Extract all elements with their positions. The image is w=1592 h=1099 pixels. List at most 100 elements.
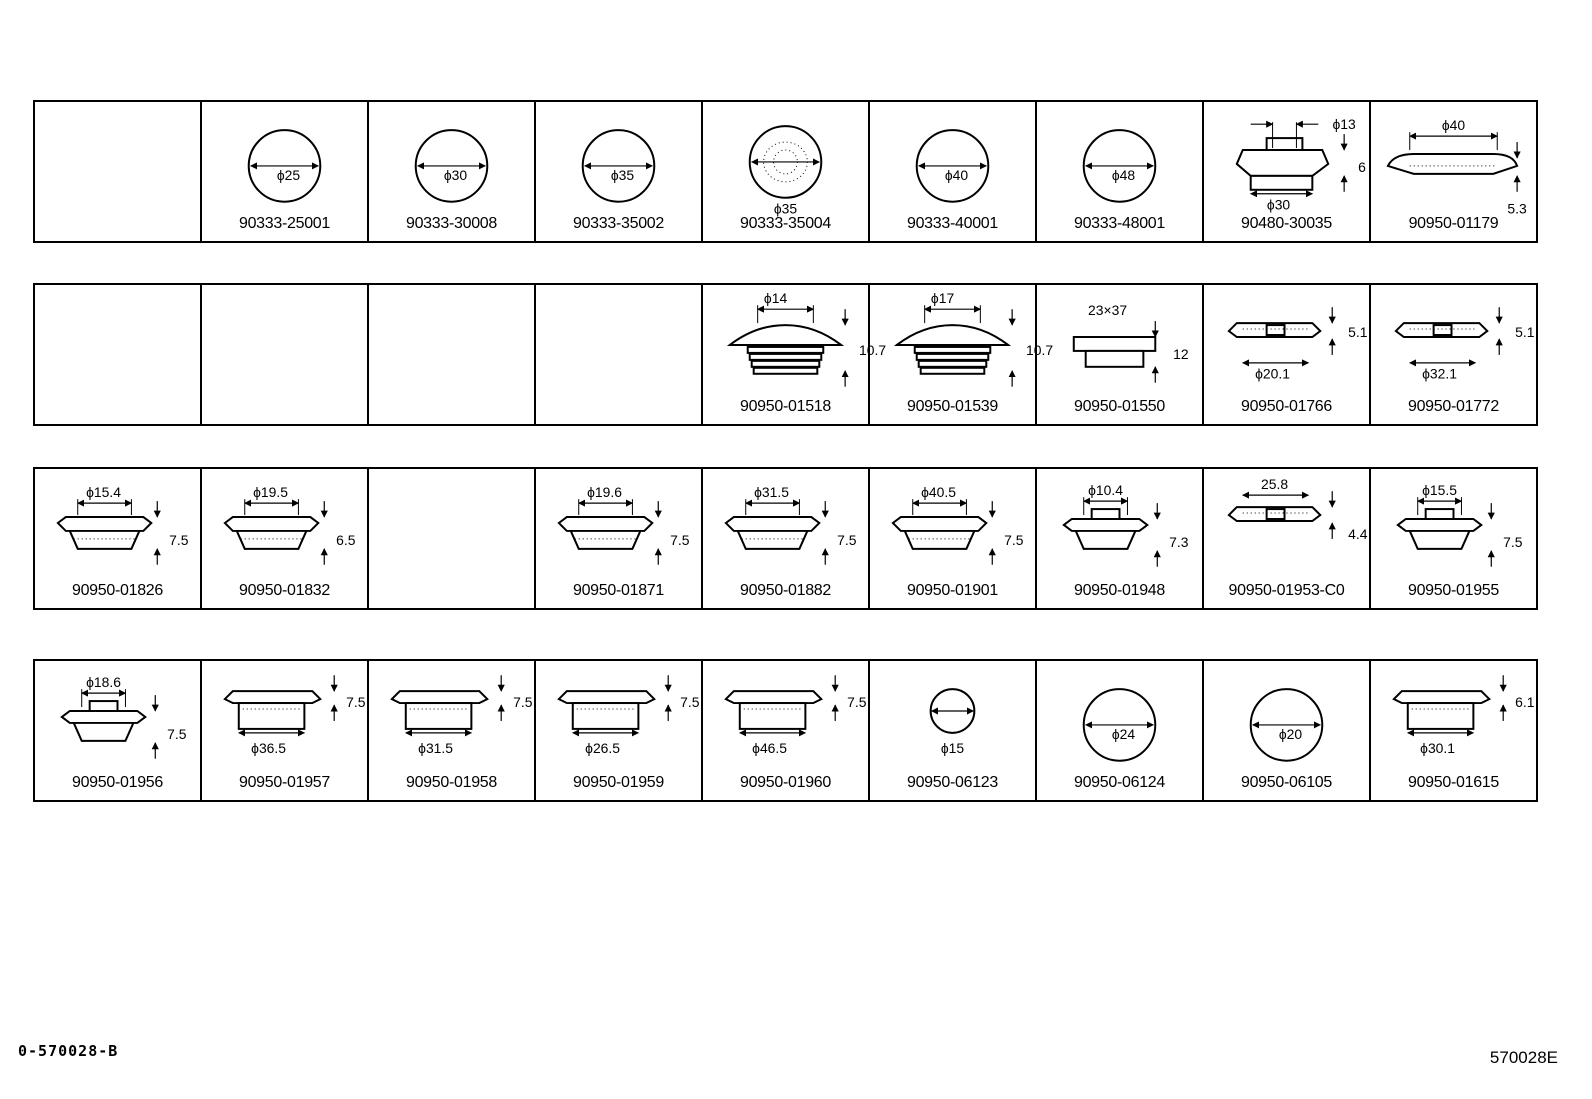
part-drawing: ϕ31.5 7.5 (724, 484, 857, 565)
dimension-label: 7.5 (167, 726, 187, 742)
part-number: 90950-01772 (1407, 398, 1499, 415)
dimension-label: ϕ24 (1112, 726, 1136, 742)
part-number: 90950-01766 (1240, 398, 1332, 415)
empty-cell (536, 285, 703, 424)
dimension-label: ϕ19.6 (587, 484, 622, 500)
part-number: 90950-01948 (1073, 582, 1165, 599)
dimension-label: 6.1 (1515, 694, 1535, 710)
dimension-label: ϕ31.5 (754, 484, 789, 500)
dimension-label: 7.5 (680, 694, 700, 710)
dimension-label: 7.5 (847, 694, 867, 710)
part-number: 90950-01518 (739, 398, 831, 415)
dimension-label: ϕ40 (1442, 117, 1466, 133)
dimension-label: 7.5 (670, 532, 690, 548)
part-outline (724, 516, 821, 532)
part-number: 90950-06105 (1240, 774, 1332, 791)
part-cell: 25.8 4.4 90950-01953-C0 (1204, 469, 1371, 608)
dimension-label: 7.5 (346, 694, 366, 710)
part-number: 90333-35002 (572, 215, 664, 232)
dimension-label: ϕ19.5 (253, 484, 288, 500)
part-cell: ϕ25 90333-25001 (202, 102, 369, 241)
dimension-label: ϕ10.4 (1088, 482, 1123, 498)
part-number: 90950-01539 (906, 398, 998, 415)
part-outline (724, 690, 823, 705)
part-outline (1424, 508, 1455, 521)
part-drawing: ϕ15.47.5 (56, 484, 189, 565)
part-outline (223, 516, 320, 532)
part-number: 90333-48001 (1073, 215, 1165, 232)
part-outline (726, 324, 845, 346)
dimension-label: 7.3 (1169, 534, 1189, 550)
dimension-label: 5.1 (1515, 324, 1535, 340)
part-number: 90333-40001 (906, 215, 998, 232)
part-drawing: ϕ40 5.3 (1386, 117, 1527, 217)
part-outline (557, 690, 656, 705)
empty-cell (369, 469, 536, 608)
dimension-label: ϕ13 (1333, 116, 1357, 132)
dimension-label: 25.8 (1261, 476, 1288, 492)
dimension-label: ϕ35 (774, 201, 798, 217)
dimension-label: 23×37 (1088, 302, 1127, 318)
dimension-label: 10.7 (859, 342, 886, 358)
dimension-label: 7.5 (169, 532, 189, 548)
dimension-label: ϕ14 (764, 290, 788, 306)
part-outline (893, 324, 1012, 346)
part-drawing: ϕ13 6 ϕ30 (1235, 116, 1366, 213)
part-outline (891, 516, 988, 532)
dimension-label: 5.3 (1507, 201, 1527, 217)
part-outline (1386, 153, 1519, 175)
part-number: 90950-01550 (1073, 398, 1165, 415)
dimension-label: ϕ25 (277, 167, 301, 183)
part-number: 90950-01953-C0 (1228, 582, 1345, 599)
empty-cell (35, 285, 202, 424)
part-outline (1090, 508, 1121, 521)
part-drawing: ϕ30 (414, 129, 489, 203)
dimension-label: ϕ30 (1267, 197, 1291, 213)
part-number: 90950-01615 (1407, 774, 1499, 791)
part-outline (56, 516, 153, 532)
part-cell: ϕ48 90333-48001 (1037, 102, 1204, 241)
dimension-label: 10.7 (1026, 342, 1053, 358)
dimension-label: ϕ40.5 (921, 484, 956, 500)
part-number: 90950-01956 (71, 774, 163, 791)
part-cell: ϕ14 10.7 90950-01518 (703, 285, 886, 424)
dimension-label: 6 (1358, 159, 1366, 175)
part-drawing: ϕ24 (1082, 688, 1157, 762)
dimension-label: 7.5 (837, 532, 857, 548)
part-drawing: ϕ14 10.7 (726, 290, 886, 387)
dimension-label: 7.5 (1004, 532, 1024, 548)
part-number: 90950-01955 (1407, 582, 1499, 599)
empty-cell (202, 285, 369, 424)
part-outline (88, 700, 119, 713)
dimension-label: 4.4 (1348, 526, 1368, 542)
dimension-label: ϕ15.5 (1422, 482, 1457, 498)
dimension-label: 12 (1173, 346, 1189, 362)
empty-cell (369, 285, 536, 424)
part-drawing: ϕ48 (1082, 129, 1157, 203)
part-number: 90333-25001 (238, 215, 330, 232)
part-drawing: ϕ19.6 7.5 (557, 484, 690, 565)
part-outline (1392, 690, 1491, 705)
